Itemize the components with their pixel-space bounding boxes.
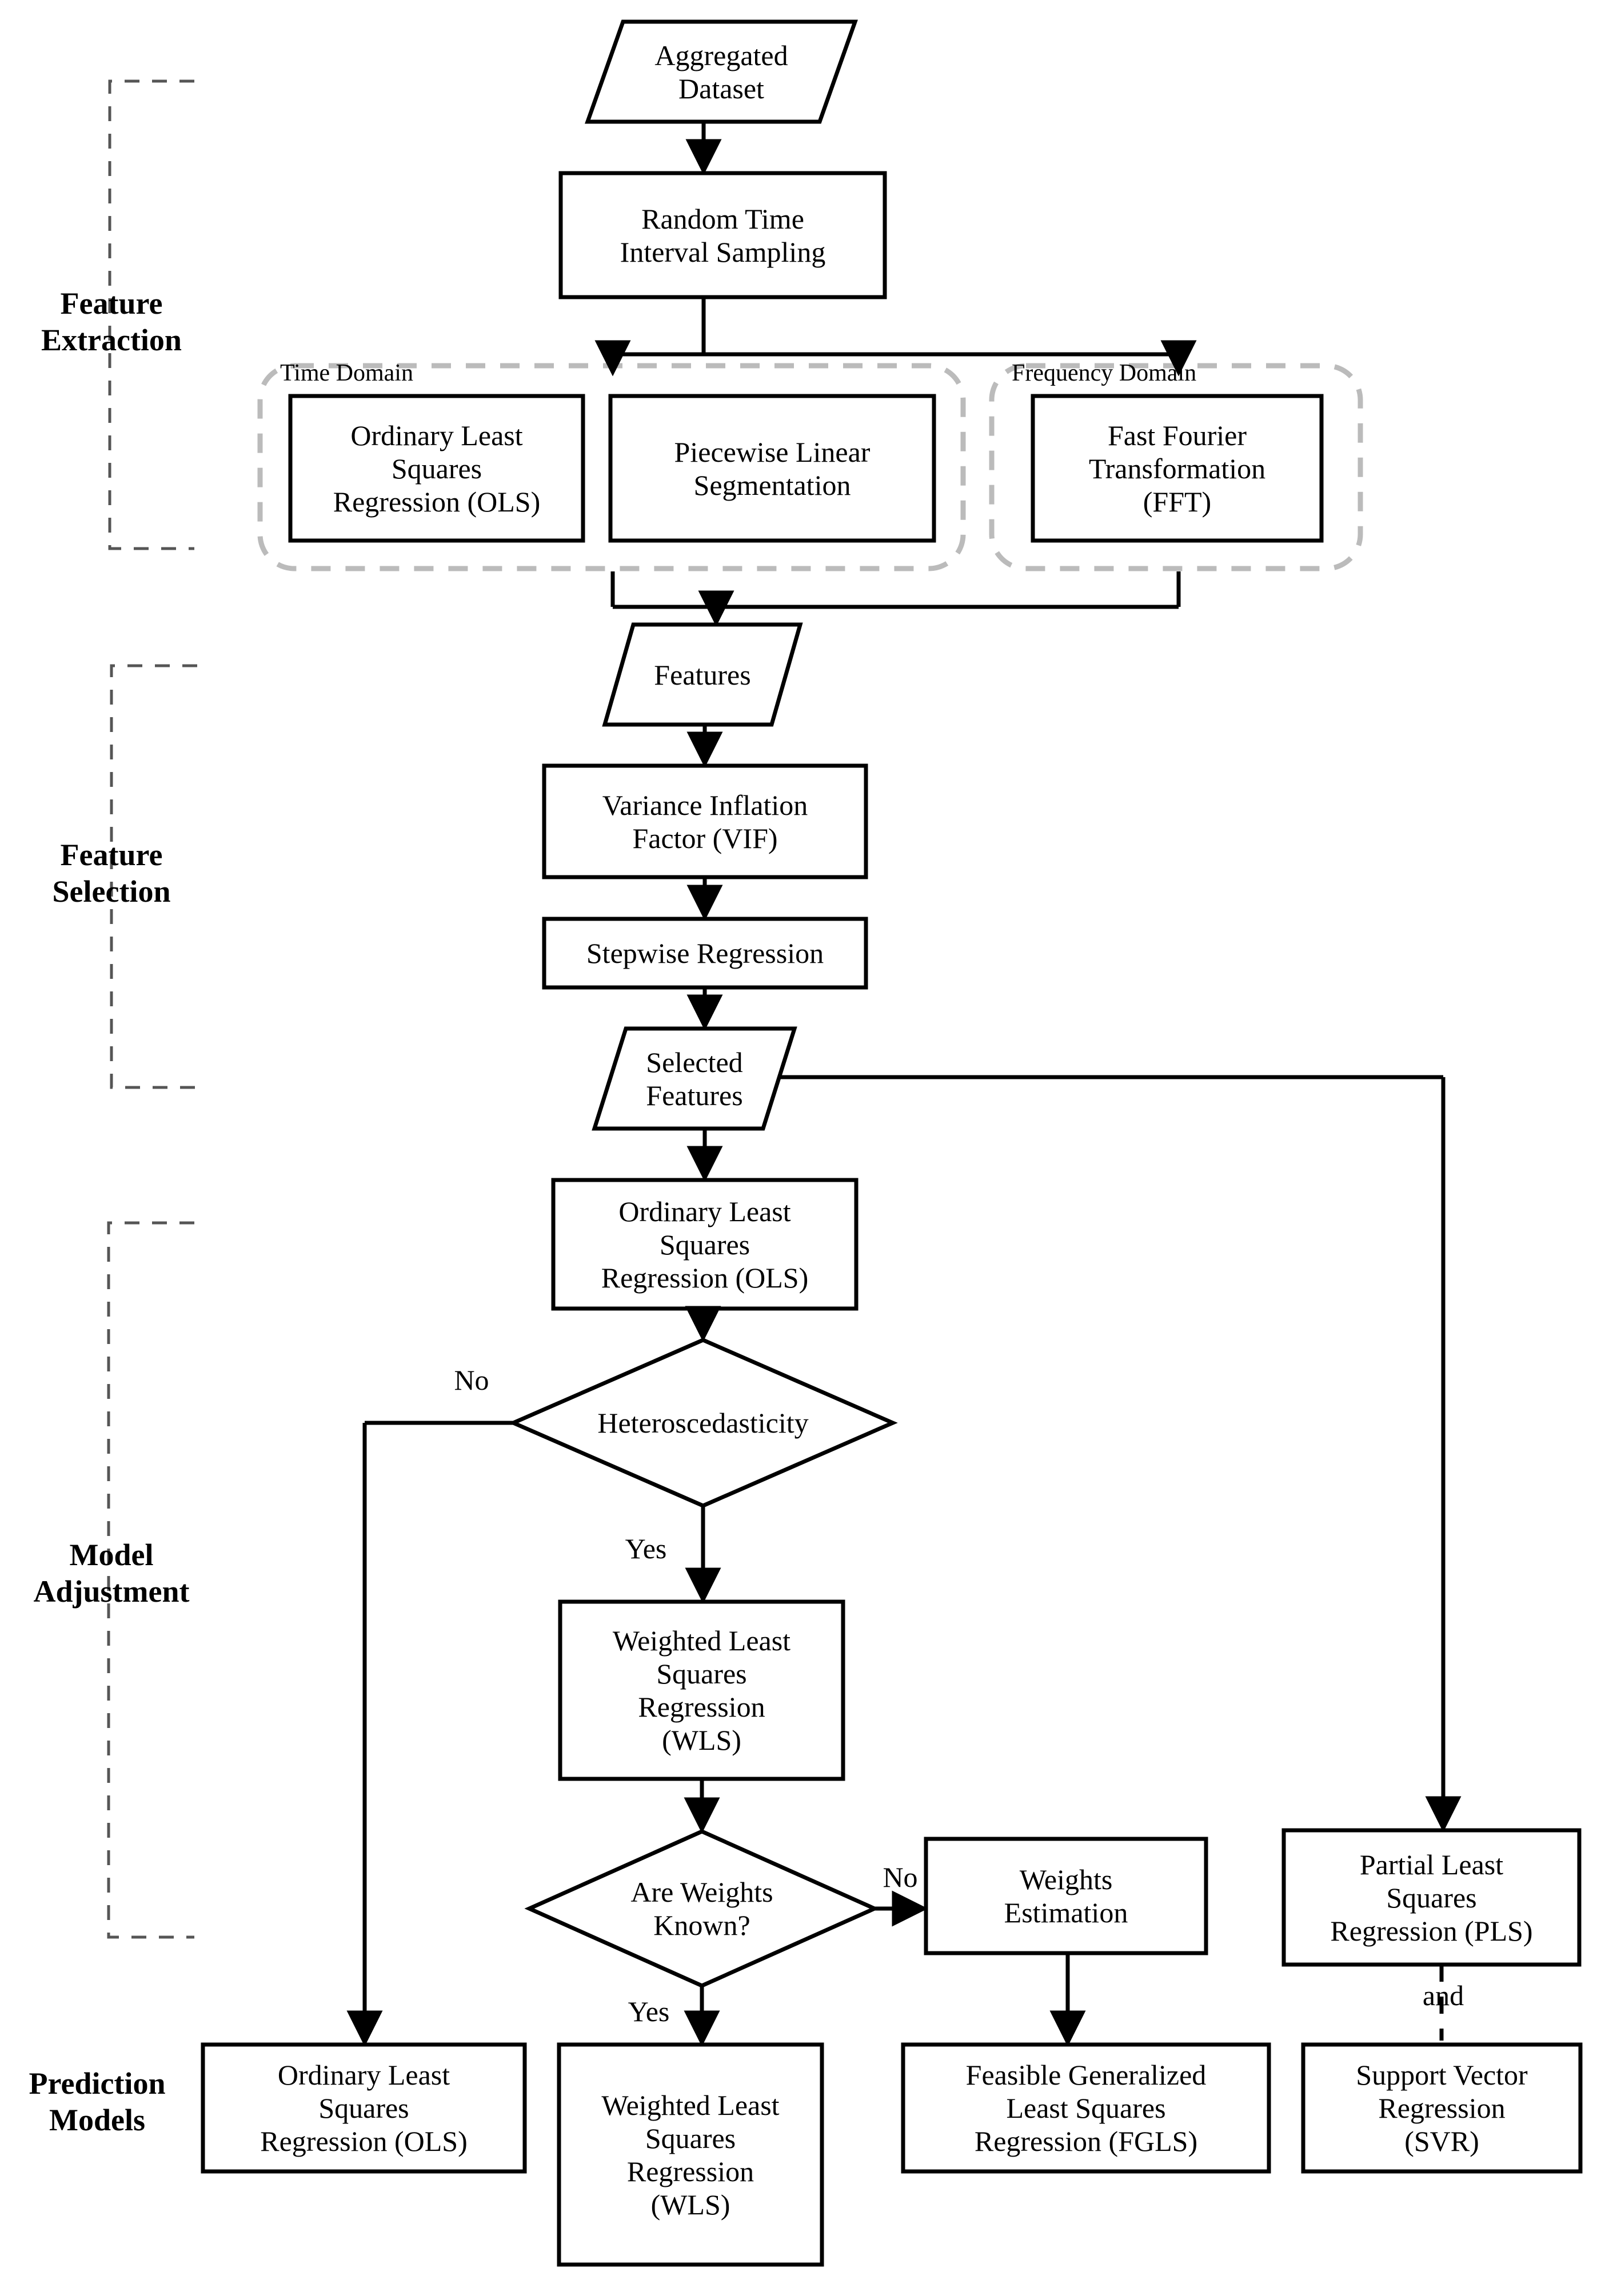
node-shape-vif[interactable] (542, 763, 868, 879)
node-shape-svr-prediction[interactable] (1301, 2042, 1583, 2174)
node-shape-ols-extraction[interactable] (288, 394, 585, 543)
node-shape-aggregated-dataset[interactable] (585, 19, 858, 124)
node-shape-ols-prediction[interactable] (201, 2042, 527, 2174)
node-shape-pls[interactable] (1281, 1828, 1582, 1967)
node-shape-are-weights-known[interactable] (524, 1829, 880, 1988)
node-shape-features[interactable] (602, 622, 803, 727)
node-shape-selected-features[interactable] (592, 1026, 797, 1131)
node-shape-random-time-sampling[interactable] (558, 171, 887, 299)
node-shape-stepwise-regression[interactable] (542, 917, 868, 990)
node-shape-wls-adjustment[interactable] (558, 1599, 845, 1781)
stage-bracket-feature-selection (110, 664, 197, 1089)
node-shape-ols-adjustment[interactable] (551, 1178, 859, 1311)
stage-label-model-adjustment: Model Adjustment (33, 1538, 190, 1609)
node-shape-piecewise-linear[interactable] (608, 394, 936, 543)
node-shape-fft[interactable] (1031, 394, 1324, 543)
stage-bracket-feature-extraction (108, 79, 194, 550)
stage-label-feature-selection: Feature Selection (52, 838, 171, 909)
node-shape-fgls-prediction[interactable] (901, 2042, 1271, 2174)
node-shape-weights-estimation[interactable] (924, 1837, 1208, 1955)
stage-bracket-model-adjustment (107, 1221, 194, 1939)
node-shape-heteroscedasticity[interactable] (508, 1338, 898, 1508)
node-shape-wls-prediction[interactable] (557, 2042, 824, 2267)
stage-label-feature-extraction: Feature Extraction (41, 286, 182, 357)
stage-label-prediction-models: Prediction Models (29, 2066, 166, 2137)
